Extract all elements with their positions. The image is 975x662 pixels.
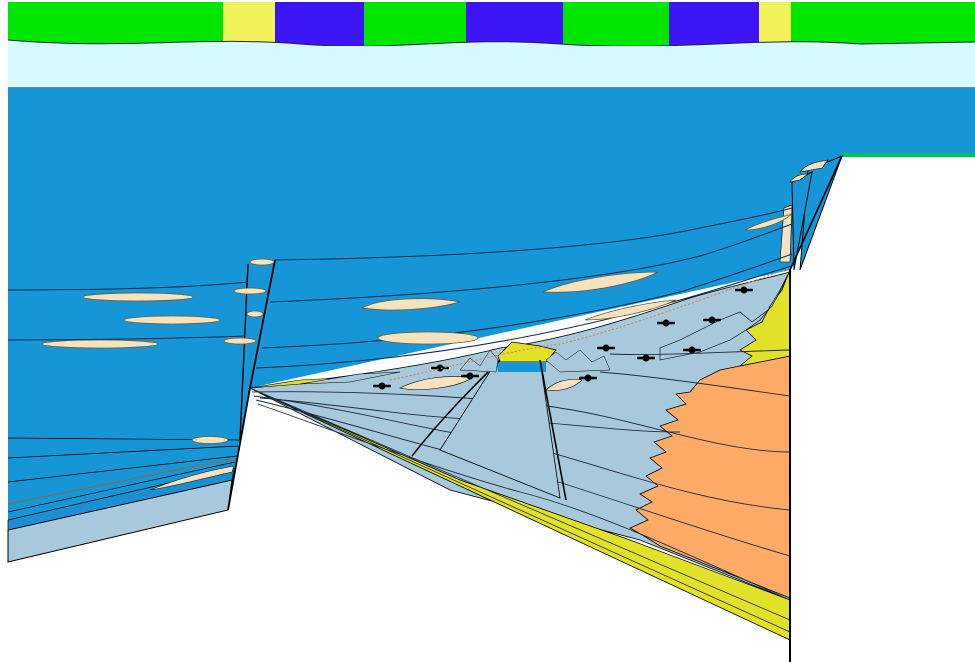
sand-lens-2 [123, 315, 221, 325]
strata-lines [7, 207, 793, 369]
band-segment-5 [466, 2, 563, 46]
fossil-marker-icon [373, 382, 391, 390]
sand-lens-7 [246, 310, 264, 318]
horst-fault-right [539, 359, 567, 501]
fault-foot-light [299, 371, 401, 385]
fossil-marker-icon [579, 374, 597, 382]
horst-tan-lens-right [545, 379, 583, 391]
left-fault-block [7, 437, 241, 563]
shelf-tan-cap-1 [799, 159, 829, 173]
graben-bed-7 [609, 349, 791, 355]
left-block-bed-2 [7, 461, 236, 513]
graben-bed-1 [251, 391, 791, 453]
yellow-stripe-1 [249, 387, 791, 633]
left-block-tan-lens [149, 465, 235, 491]
right-basement-block [790, 156, 975, 662]
graben-yellow-base [249, 387, 791, 641]
fossil-marker-icon [597, 344, 615, 352]
left-block-line-4 [7, 455, 238, 483]
stratum-line-3 [261, 253, 793, 349]
sand-lens-12 [744, 213, 793, 231]
stratum-line-left-1 [7, 281, 249, 291]
ocean-body [8, 88, 975, 560]
fossil-marker-icon [461, 372, 479, 380]
band-segment-9 [791, 2, 975, 46]
sky-strip [8, 46, 975, 88]
sand-lens-13 [191, 436, 229, 444]
stratum-line-1 [274, 207, 793, 261]
fossil-marker-icon [683, 346, 701, 354]
shelf-tan-cap-2 [789, 173, 809, 183]
sand-lens-11 [584, 299, 677, 321]
left-block-line-5 [7, 445, 239, 459]
band-segment-6 [563, 2, 669, 46]
right-shelf-fault [789, 155, 843, 271]
sand-lens-3 [41, 339, 159, 349]
stratum-line-4 [255, 265, 793, 369]
sand-lens-5 [223, 337, 257, 345]
band-wavy-line [7, 39, 975, 47]
left-block-bed-3 [7, 457, 237, 505]
fossil-marker-icon [657, 319, 675, 327]
right-step-faults [779, 155, 843, 271]
band-segment-2 [223, 2, 275, 46]
top-color-band [7, 2, 975, 50]
horst-water-cover [496, 362, 546, 372]
band-segment-4 [364, 2, 466, 46]
sand-lens-9 [377, 331, 479, 345]
yellow-stripe-2 [249, 387, 791, 621]
band-segment-7 [669, 2, 759, 46]
band-segment-1 [8, 2, 223, 46]
light-jagged-upper [659, 269, 791, 361]
right-shelf-green [842, 153, 975, 157]
fossil-marker-icon [735, 286, 753, 294]
orange-wedge [629, 355, 791, 599]
stratum-line-left-2 [7, 335, 247, 341]
sand-lens-4 [233, 287, 267, 295]
fossil-marker-icon [637, 354, 655, 362]
left-void [8, 388, 790, 662]
sand-lens-8 [360, 298, 461, 311]
sand-lens-1 [82, 292, 194, 302]
sand-lenses [41, 213, 793, 444]
sand-lens-6 [249, 258, 275, 266]
band-segment-3 [275, 2, 364, 46]
band-segment-8 [759, 2, 791, 46]
horst-jagged-right [545, 349, 611, 373]
graben-bed-4 [257, 403, 791, 601]
fossil-markers [373, 286, 753, 390]
stratum-line-2 [269, 223, 793, 303]
step-fault-tan-sliver [779, 204, 793, 263]
central-horst [399, 341, 611, 501]
sand-lens-10 [542, 271, 659, 293]
graben-bed-6 [599, 371, 791, 397]
horst-jagged-left [459, 349, 499, 373]
fossil-marker-icon [703, 316, 721, 324]
fossil-marker-icon [431, 364, 449, 372]
